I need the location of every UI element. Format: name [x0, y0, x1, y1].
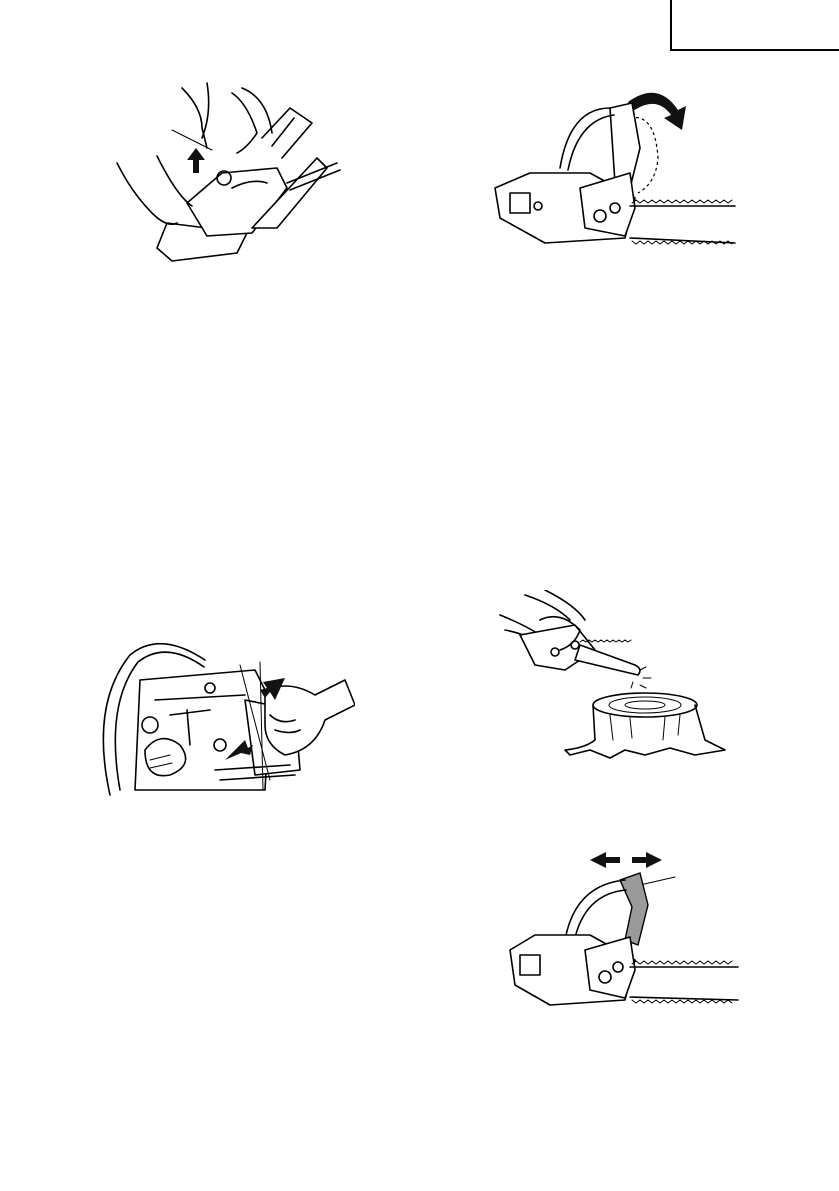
figure-chainsaw-on-stump	[495, 590, 735, 760]
chainsaw-test-on-stump-icon	[495, 590, 735, 760]
chain-brake-engaged-icon	[490, 78, 740, 258]
chain-brake-lever-shift-icon	[490, 845, 740, 1020]
figure-hand-grip-throttle	[95, 640, 355, 805]
hands-lifting-chainsaw-icon	[112, 78, 342, 268]
hand-grip-throttle-lockout-icon	[95, 640, 355, 805]
figure-chain-brake-lever-shift	[490, 845, 740, 1020]
figure-chain-brake-engaged	[490, 78, 740, 258]
figure-hands-lifting-chainsaw	[112, 78, 342, 268]
language-tab-box	[670, 0, 839, 51]
